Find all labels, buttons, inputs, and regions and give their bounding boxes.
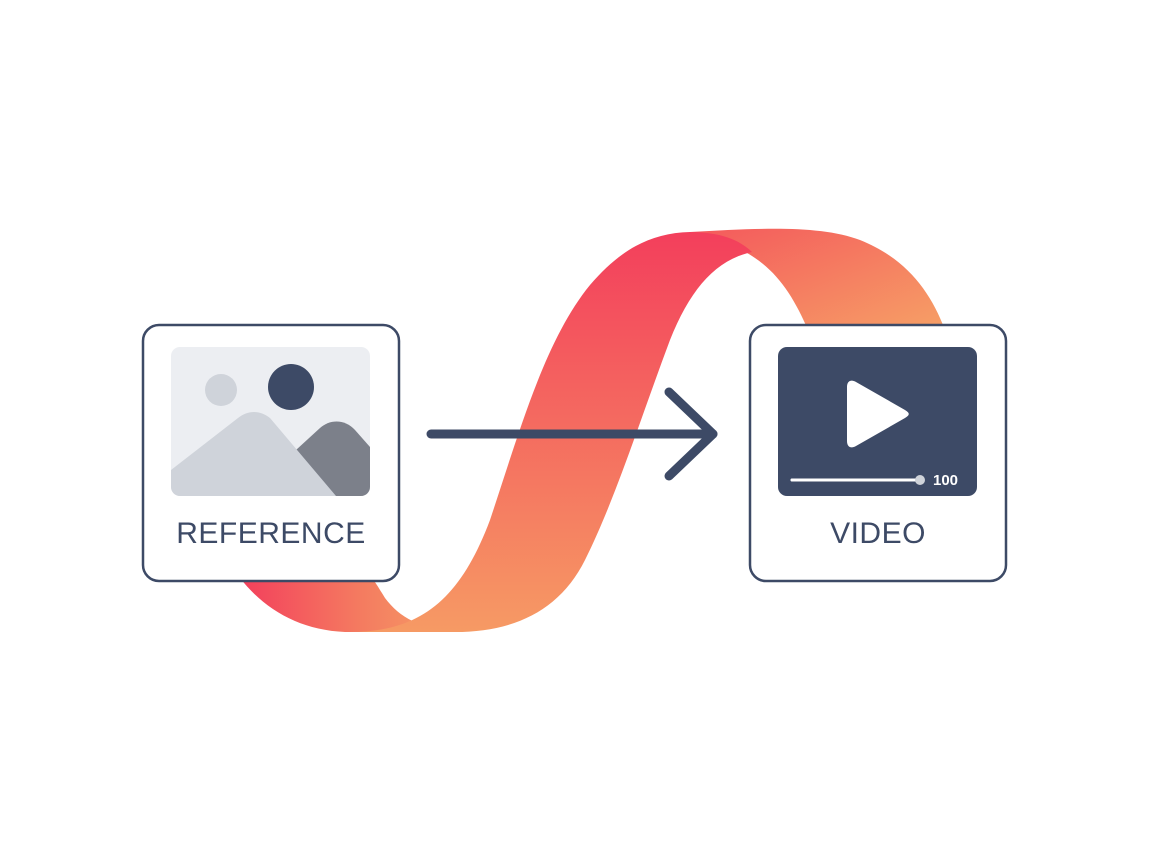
progress-value: 100	[933, 472, 958, 489]
play-icon	[847, 380, 909, 448]
image-placeholder-icon	[171, 347, 370, 496]
video-card: 100 VIDEO	[748, 323, 1008, 583]
ribbon-bottom-loop	[240, 578, 455, 632]
reference-card-label: REFERENCE	[176, 517, 366, 550]
reference-card: REFERENCE	[141, 323, 401, 583]
video-player-icon: 100	[778, 347, 977, 496]
progress-knob	[915, 475, 925, 485]
arrow-head	[664, 387, 718, 481]
ribbon-top-back	[690, 228, 945, 330]
video-card-label: VIDEO	[830, 517, 926, 550]
flow-arrow	[426, 387, 718, 481]
